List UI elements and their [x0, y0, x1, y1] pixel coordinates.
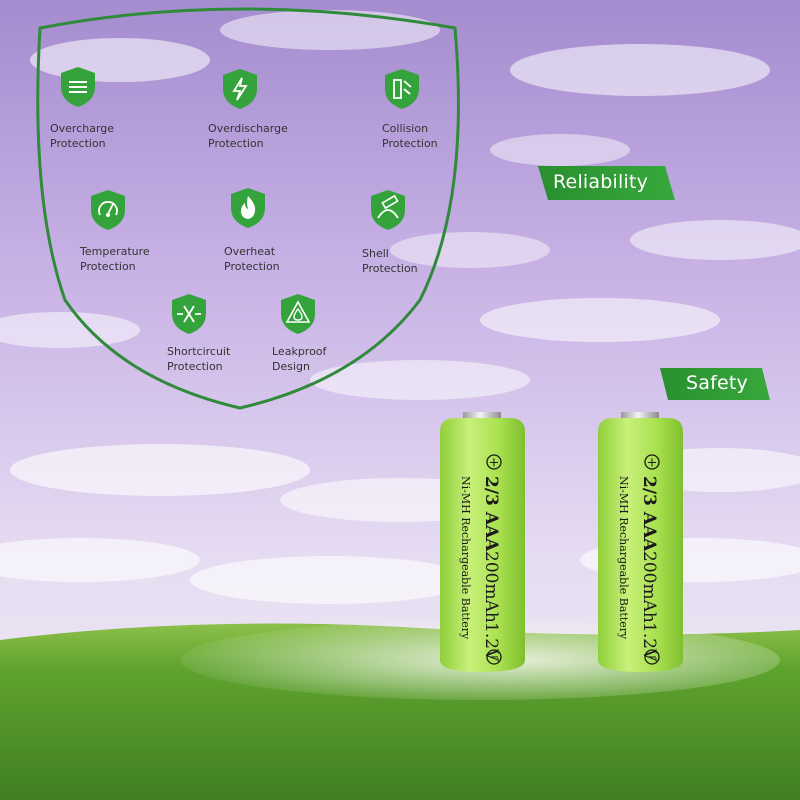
- safety-tag: Safety: [686, 372, 748, 394]
- feature-line1: Temperature: [80, 245, 150, 258]
- feature-line2: Protection: [80, 260, 136, 273]
- lightning-icon: [223, 69, 257, 109]
- feature-line1: Overcharge: [50, 122, 115, 135]
- reliability-tag: Reliability: [553, 171, 649, 193]
- shield-outline: [36, 7, 460, 410]
- feature-line2: Protection: [167, 360, 223, 373]
- battery-minus-left: −: [489, 650, 500, 665]
- shell-icon: [371, 190, 405, 230]
- lines-icon: [61, 67, 95, 107]
- feature-line1: Leakproof: [272, 345, 327, 358]
- feature-line1: Collision: [382, 122, 429, 135]
- battery-left-label: + − 2/3 AAA 200mAh 1.2V Ni-MH Rechargeab…: [459, 454, 502, 665]
- battery-voltage-left: 1.2V: [481, 622, 501, 662]
- battery-right-label: + − 2/3 AAA 200mAh 1.2V Ni-MH Rechargeab…: [617, 454, 660, 665]
- short-circuit-icon: [172, 294, 206, 334]
- battery-right: [598, 412, 683, 672]
- feature-line1: Overdischarge: [208, 122, 288, 135]
- safety-tag-bg: [660, 368, 770, 400]
- feature-line2: Design: [272, 360, 310, 373]
- feature-line1: Shell: [362, 247, 389, 260]
- battery-voltage-right: 1.2V: [639, 622, 659, 662]
- battery-type-left: Ni-MH Rechargeable Battery: [459, 476, 472, 640]
- clouds: [0, 10, 800, 604]
- feature-line2: Protection: [50, 137, 106, 150]
- battery-type-right: Ni-MH Rechargeable Battery: [617, 476, 630, 640]
- battery-model-right: 2/3 AAA: [639, 476, 659, 552]
- battery-left: [440, 412, 525, 672]
- battery-minus-right: −: [647, 650, 658, 665]
- battery-capacity-right: 200mAh: [639, 551, 659, 623]
- collision-icon: [385, 69, 419, 109]
- feature-line2: Protection: [382, 137, 438, 150]
- flame-icon: [231, 188, 265, 228]
- feature-line2: Protection: [224, 260, 280, 273]
- reliability-tag-bg: [538, 166, 675, 200]
- battery-plus-right: +: [647, 456, 658, 471]
- feature-line2: Protection: [362, 262, 418, 275]
- battery-plus-left: +: [489, 456, 500, 471]
- feature-line2: Protection: [208, 137, 264, 150]
- leak-drop-icon: [281, 294, 315, 334]
- battery-capacity-left: 200mAh: [481, 551, 501, 623]
- thermometer-icon: [91, 190, 125, 230]
- feature-line1: Shortcircuit: [167, 345, 231, 358]
- feature-line1: Overheat: [224, 245, 276, 258]
- battery-model-left: 2/3 AAA: [481, 476, 501, 552]
